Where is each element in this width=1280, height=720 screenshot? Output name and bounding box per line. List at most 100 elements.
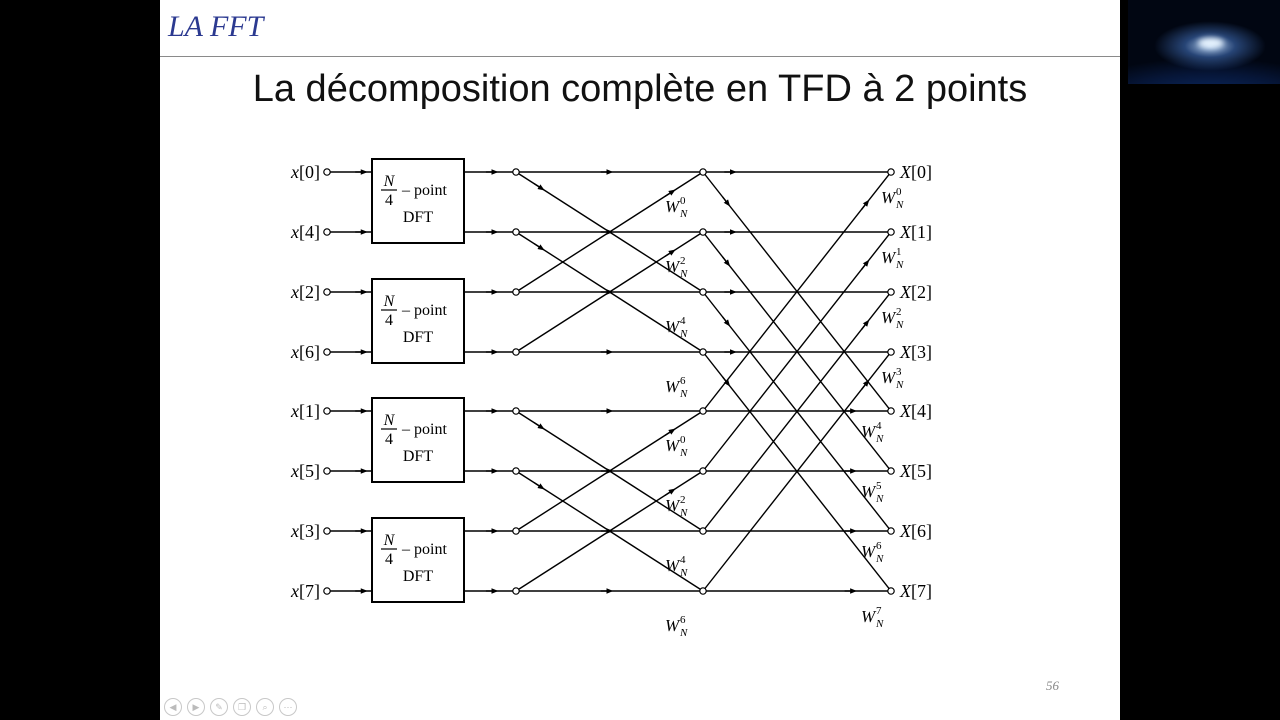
page-number: 56	[1046, 678, 1059, 693]
input-label-0: x[0]	[290, 162, 320, 182]
stage1-node-4	[512, 407, 520, 415]
diagram-labels: x[0]x[4]x[2]x[6]x[1]x[5]x[3]x[7]N4– poin…	[290, 162, 932, 639]
output-node-2	[887, 288, 895, 296]
input-node-4	[323, 407, 331, 415]
svg-text:W: W	[861, 422, 877, 441]
slide-title: La décomposition complète en TFD à 2 poi…	[252, 68, 1028, 110]
more-icon[interactable]: ⋯	[279, 698, 297, 716]
svg-text:4: 4	[680, 315, 686, 327]
s2-cross-1-3-arrow	[533, 243, 545, 251]
s2-cross-3-1-arrow	[664, 249, 676, 257]
output-label-0: X[0]	[899, 162, 932, 182]
block-denominator-1: 4	[385, 312, 393, 329]
input-node-2	[323, 288, 331, 296]
svg-text:N: N	[895, 259, 904, 271]
svg-text:N: N	[679, 328, 688, 340]
svg-text:W: W	[665, 616, 681, 635]
dft-block-1	[371, 278, 465, 364]
input-node-7	[323, 587, 331, 595]
back-icon[interactable]: ◀	[164, 698, 182, 716]
input-node-6	[323, 527, 331, 535]
s3-cross-6-2	[702, 291, 892, 532]
svg-text:W: W	[665, 377, 681, 396]
output-label-2: X[2]	[899, 282, 932, 302]
slide: LA FFT La décomposition complète en TFD …	[160, 0, 1120, 720]
block-numerator-0: N	[383, 173, 396, 190]
input-label-4: x[1]	[290, 401, 320, 421]
svg-text:6: 6	[876, 540, 882, 552]
s3-cross-4-0-arrow	[861, 199, 870, 210]
svg-text:N: N	[875, 433, 884, 445]
block-suffix-3: – point	[401, 541, 447, 558]
block-label-1: DFT	[403, 329, 433, 346]
svg-text:N: N	[895, 379, 904, 391]
svg-text:W: W	[881, 368, 897, 387]
svg-text:N: N	[679, 627, 688, 639]
stage1-node-0	[512, 168, 520, 176]
output-label-7: X[7]	[899, 581, 932, 601]
svg-text:2: 2	[680, 494, 686, 506]
svg-text:N: N	[679, 388, 688, 400]
input-label-2: x[2]	[290, 282, 320, 302]
forward-icon[interactable]: ▶	[187, 698, 205, 716]
block-numerator-1: N	[383, 293, 396, 310]
svg-text:0: 0	[896, 186, 902, 198]
svg-text:6: 6	[680, 614, 686, 626]
svg-text:W: W	[861, 482, 877, 501]
output-label-4: X[4]	[899, 401, 932, 421]
svg-text:N: N	[679, 208, 688, 220]
s3-cross-7-3	[702, 351, 892, 592]
svg-text:W: W	[881, 308, 897, 327]
svg-text:N: N	[895, 319, 904, 331]
block-suffix-0: – point	[401, 182, 447, 199]
input-label-3: x[6]	[290, 342, 320, 362]
block-suffix-2: – point	[401, 421, 447, 438]
zoom-icon[interactable]: ⌕	[256, 698, 274, 716]
block-suffix-1: – point	[401, 302, 447, 319]
output-node-1	[887, 228, 895, 236]
s3-cross-3-7-arrow	[721, 376, 731, 387]
block-label-3: DFT	[403, 568, 433, 585]
dft-block-0	[371, 158, 465, 244]
svg-text:W: W	[665, 436, 681, 455]
flow-nodes	[323, 168, 895, 595]
stage2-node-5	[699, 467, 707, 475]
pen-icon[interactable]: ✎	[210, 698, 228, 716]
svg-text:4: 4	[876, 420, 882, 432]
stage2-node-6	[699, 527, 707, 535]
fft-butterfly-diagram: x[0]x[4]x[2]x[6]x[1]x[5]x[3]x[7]N4– poin…	[290, 158, 932, 639]
svg-text:N: N	[679, 268, 688, 280]
s2-cross-2-0-arrow	[664, 189, 676, 197]
dft-block-2	[371, 397, 465, 483]
svg-text:3: 3	[896, 366, 902, 378]
svg-text:N: N	[875, 553, 884, 565]
output-node-7	[887, 587, 895, 595]
svg-text:2: 2	[896, 306, 902, 318]
svg-text:0: 0	[680, 434, 686, 446]
copy-icon[interactable]: ❐	[233, 698, 251, 716]
svg-text:5: 5	[876, 480, 882, 492]
stage1-node-6	[512, 527, 520, 535]
input-node-1	[323, 228, 331, 236]
svg-text:N: N	[875, 618, 884, 630]
output-label-1: X[1]	[899, 222, 932, 242]
svg-text:1: 1	[896, 246, 902, 258]
output-node-0	[887, 168, 895, 176]
svg-text:W: W	[665, 556, 681, 575]
stage2-node-3	[699, 348, 707, 356]
earth-space-image	[1128, 0, 1280, 84]
svg-text:W: W	[665, 257, 681, 276]
stage2-node-1	[699, 228, 707, 236]
block-label-2: DFT	[403, 448, 433, 465]
stage2-node-0	[699, 168, 707, 176]
svg-text:0: 0	[680, 195, 686, 207]
svg-text:2: 2	[680, 255, 686, 267]
svg-text:W: W	[861, 607, 877, 626]
